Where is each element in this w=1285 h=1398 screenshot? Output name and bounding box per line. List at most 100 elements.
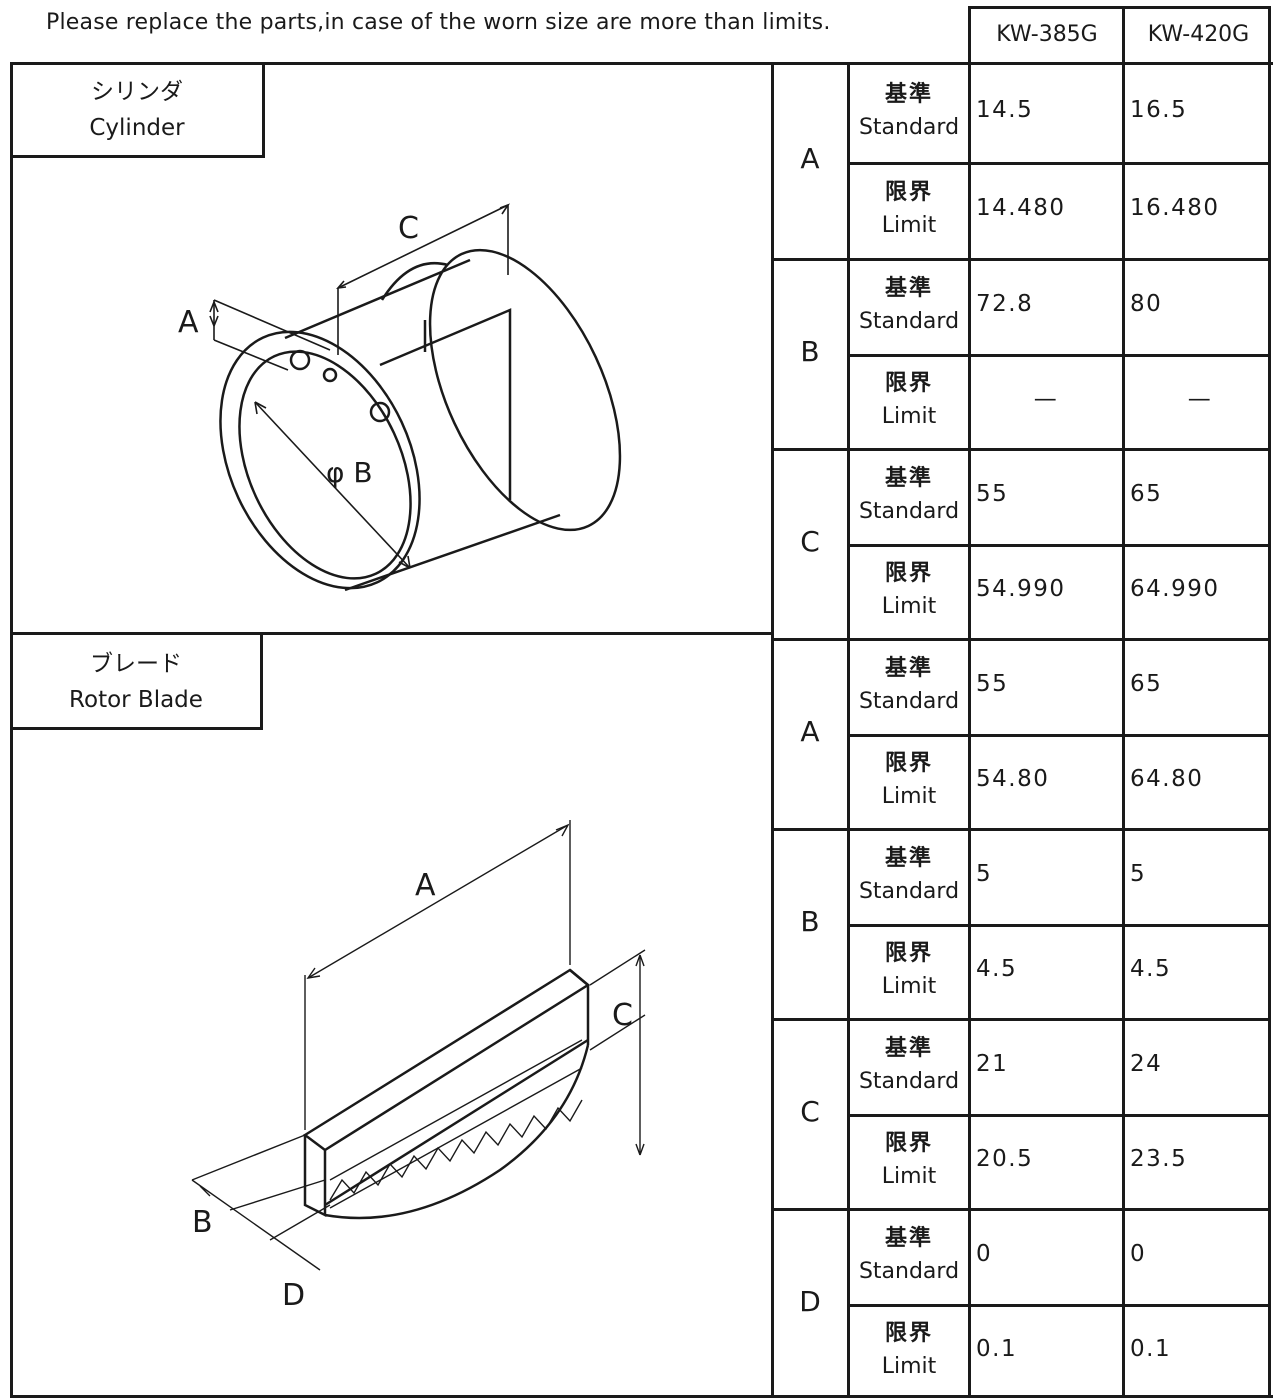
row-divider (847, 924, 1271, 927)
cylinder-name-en: Cylinder (89, 115, 185, 141)
cylinder-rear-rim (428, 248, 622, 532)
standard-label-ja: 基準 (884, 1036, 933, 1061)
value-rotor-blade-b-limit-kw420g: 4.5 (1130, 956, 1172, 982)
value-rotor-blade-a-limit-kw385g: 54.80 (976, 766, 1050, 792)
port-hole-2 (322, 367, 338, 383)
standard-label-en: Standard (858, 1259, 960, 1284)
col-letter-left (771, 62, 774, 1398)
rotor-blade-name-ja: ブレード (90, 651, 182, 677)
replacement-notice: Please replace the parts,in case of the … (46, 10, 831, 35)
dimension-letter-b: B (800, 905, 820, 938)
value-rotor-blade-b-standard-kw420g: 5 (1130, 861, 1147, 887)
rotor-blade-label-box: ブレード Rotor Blade (12, 634, 263, 730)
value-rotor-blade-c-standard-kw420g: 24 (1130, 1051, 1163, 1077)
limit-label-ja: 限界 (884, 1131, 933, 1156)
header-top (968, 6, 1271, 9)
row-divider (847, 162, 1271, 165)
limit-label-ja: 限界 (884, 180, 933, 205)
dimension-letter-c: C (800, 1095, 820, 1128)
row-divider (771, 448, 1271, 451)
row-divider (847, 1114, 1271, 1117)
value-rotor-blade-b-limit-kw385g: 4.5 (976, 956, 1018, 982)
cylinder-slot (380, 261, 449, 301)
standard-label-en: Standard (858, 309, 960, 334)
value-cylinder-c-limit-kw420g: 64.990 (1130, 576, 1220, 602)
cylinder-name-ja: シリンダ (91, 79, 183, 105)
value-rotor-blade-c-standard-kw385g: 21 (976, 1051, 1009, 1077)
row-divider (847, 354, 1271, 357)
blade-bottom-edge (324, 1038, 589, 1207)
cylinder-front-rim (219, 330, 421, 590)
value-cylinder-a-limit-kw420g: 16.480 (1130, 195, 1220, 221)
limit-label: 限界 Limit (851, 747, 967, 813)
cylinder-bottom-edge (344, 513, 561, 592)
col-models-divider (1122, 6, 1125, 1398)
frame-left (10, 62, 13, 1398)
blade-hatching (329, 1099, 583, 1201)
value-cylinder-a-standard-kw385g: 14.5 (976, 97, 1034, 123)
value-cylinder-a-standard-kw420g: 16.5 (1130, 97, 1188, 123)
value-cylinder-c-standard-kw420g: 65 (1130, 481, 1163, 507)
value-cylinder-b-standard-kw420g: 80 (1130, 291, 1163, 317)
dimension-letter-b: B (800, 335, 820, 368)
standard-label-ja: 基準 (884, 82, 933, 107)
frame-bottom (10, 1395, 1273, 1398)
row-divider (847, 544, 1271, 547)
standard-label: 基準 Standard (851, 1032, 967, 1098)
blade-dim-label-d: D (282, 1278, 305, 1313)
col-kind-left (847, 62, 850, 1398)
row-divider (771, 1208, 1271, 1211)
limit-label-en: Limit (881, 784, 937, 809)
row-divider (771, 638, 1271, 641)
limit-label: 限界 Limit (851, 557, 967, 623)
limit-label: 限界 Limit (851, 176, 967, 242)
standard-label-en: Standard (858, 689, 960, 714)
value-rotor-blade-a-standard-kw385g: 55 (976, 671, 1009, 697)
port-hole-3 (369, 401, 391, 423)
value-rotor-blade-b-standard-kw385g: 5 (976, 861, 993, 887)
limit-label-en: Limit (881, 213, 937, 238)
limit-label-en: Limit (881, 1164, 937, 1189)
row-divider (771, 828, 1271, 831)
limit-label: 限界 Limit (851, 1127, 967, 1193)
value-cylinder-b-standard-kw385g: 72.8 (976, 291, 1034, 317)
model-header-kw420g: KW-420G (1147, 22, 1250, 47)
value-rotor-blade-a-standard-kw420g: 65 (1130, 671, 1163, 697)
limit-label-en: Limit (881, 1354, 937, 1379)
dimension-letter-d: D (799, 1285, 821, 1318)
limit-label-ja: 限界 (884, 1321, 933, 1346)
value-cylinder-c-standard-kw385g: 55 (976, 481, 1009, 507)
model-header-kw385g: KW-385G (996, 22, 1098, 47)
value-cylinder-b-limit-kw420g: — (1187, 386, 1213, 412)
cylinder-dim-label-c: C (398, 211, 419, 246)
cylinder-bore (238, 350, 412, 580)
limit-label-ja: 限界 (884, 751, 933, 776)
limit-label-en: Limit (881, 974, 937, 999)
cylinder-label-box: シリンダ Cylinder (12, 62, 265, 158)
blade-dim-label-b: B (192, 1205, 213, 1240)
cylinder-diagram: A C φ B (178, 203, 622, 592)
col-standard-left (968, 6, 971, 1398)
value-rotor-blade-c-limit-kw385g: 20.5 (976, 1146, 1034, 1172)
value-rotor-blade-d-standard-kw385g: 0 (976, 1241, 993, 1267)
limit-label-ja: 限界 (884, 561, 933, 586)
limit-label-ja: 限界 (884, 371, 933, 396)
blade-front-face (303, 1135, 327, 1218)
blade-dim-label-a: A (415, 868, 436, 903)
limit-label-en: Limit (881, 594, 937, 619)
row-divider (847, 1304, 1271, 1307)
dimension-letter-a: A (800, 715, 820, 748)
rotor-blade-diagram: A C B D (191, 820, 646, 1313)
standard-label-ja: 基準 (884, 466, 933, 491)
port-hole-1 (289, 349, 311, 371)
limit-label: 限界 Limit (851, 1317, 967, 1383)
standard-label-en: Standard (858, 1069, 960, 1094)
